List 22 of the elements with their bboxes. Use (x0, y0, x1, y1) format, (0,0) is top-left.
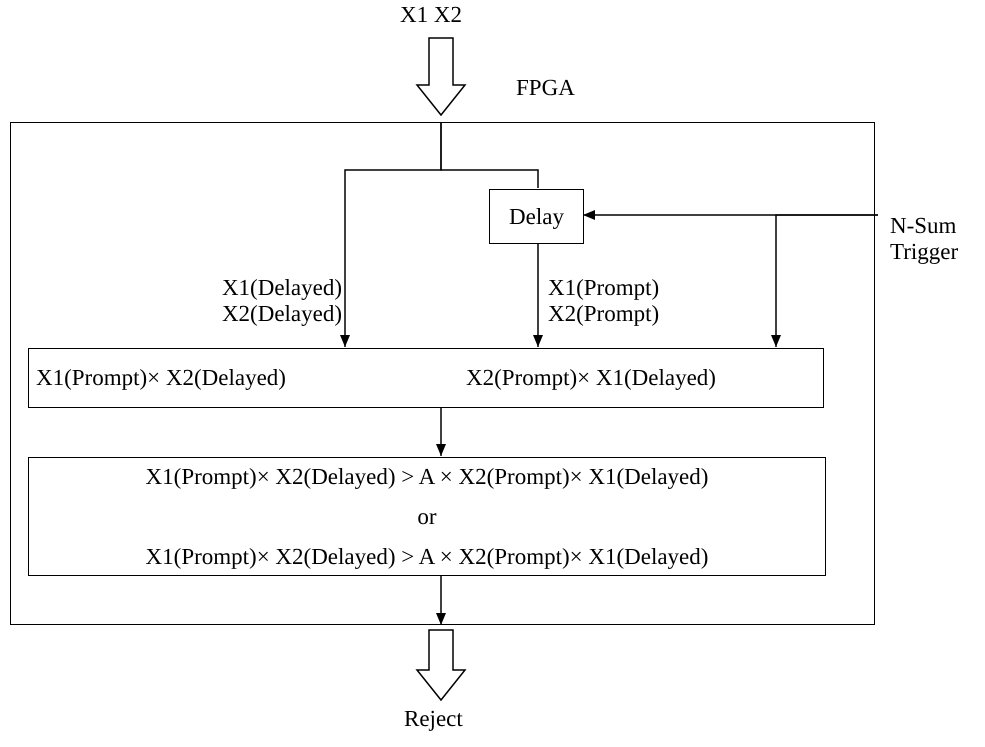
arrow (771, 214, 878, 347)
arrow (436, 407, 446, 456)
block-arrow (415, 629, 467, 702)
comparison-box (28, 457, 826, 576)
product-box (28, 348, 824, 408)
block-arrow (415, 37, 467, 116)
arrow (533, 243, 543, 347)
node-text: X1(Prompt)× X2(Delayed) > A × X2(Prompt)× X1(Delayed) (144, 464, 710, 490)
node-text: Reject (404, 706, 463, 732)
node-text: Delay (508, 204, 565, 230)
box-heading: FPGA (516, 75, 575, 101)
node-text: or (416, 504, 438, 530)
arrow (436, 575, 446, 625)
connector-line (440, 122, 539, 188)
node-text: X2(Prompt)× X1(Delayed) (466, 365, 716, 391)
delay-box (489, 189, 584, 244)
edge-label: X1(Prompt) X2(Prompt) (548, 275, 660, 327)
node-text: N-Sum Trigger (890, 213, 960, 265)
node-text: X1(Prompt)× X2(Delayed) (36, 365, 286, 391)
edge-label: X1(Delayed) X2(Delayed) (220, 275, 342, 327)
node-text: X1 X2 (400, 2, 462, 28)
node-text: X1(Prompt)× X2(Delayed) > A × X2(Prompt)× X1(Delayed) (144, 544, 710, 570)
